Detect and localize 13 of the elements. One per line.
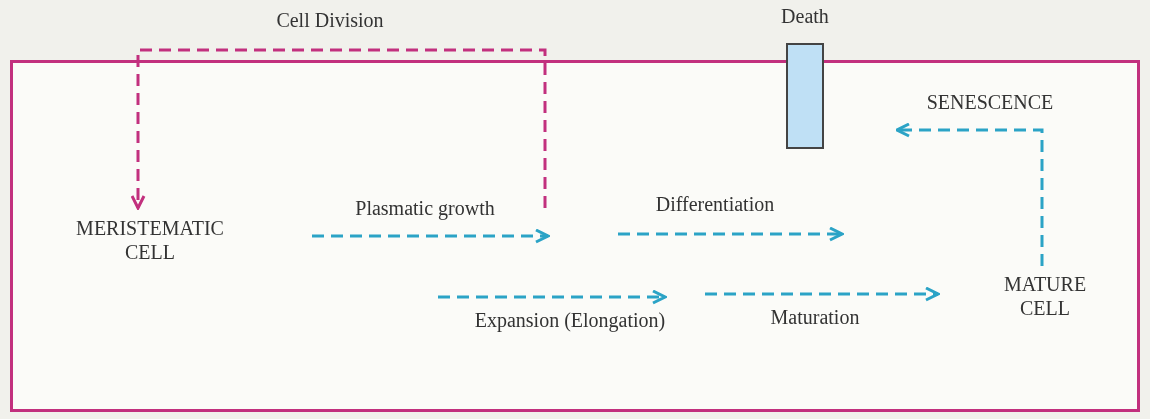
bar	[786, 43, 824, 149]
stage-label: Expansion (Elongation)	[473, 308, 667, 332]
arrow	[705, 286, 940, 302]
stage-label: Differentiation	[654, 192, 776, 216]
arrow	[130, 48, 547, 210]
stage-label: Death	[780, 4, 830, 28]
stage-label: SENESCENCE	[895, 90, 1085, 114]
arrow	[895, 122, 1044, 266]
stage-label: Plasmatic growth	[354, 196, 496, 220]
edge-label: Cell Division	[275, 8, 385, 32]
edge-label: Maturation	[769, 305, 861, 329]
stage-label: MATURE CELL	[978, 272, 1112, 320]
stage-label: MERISTEMATIC CELL	[60, 216, 240, 264]
